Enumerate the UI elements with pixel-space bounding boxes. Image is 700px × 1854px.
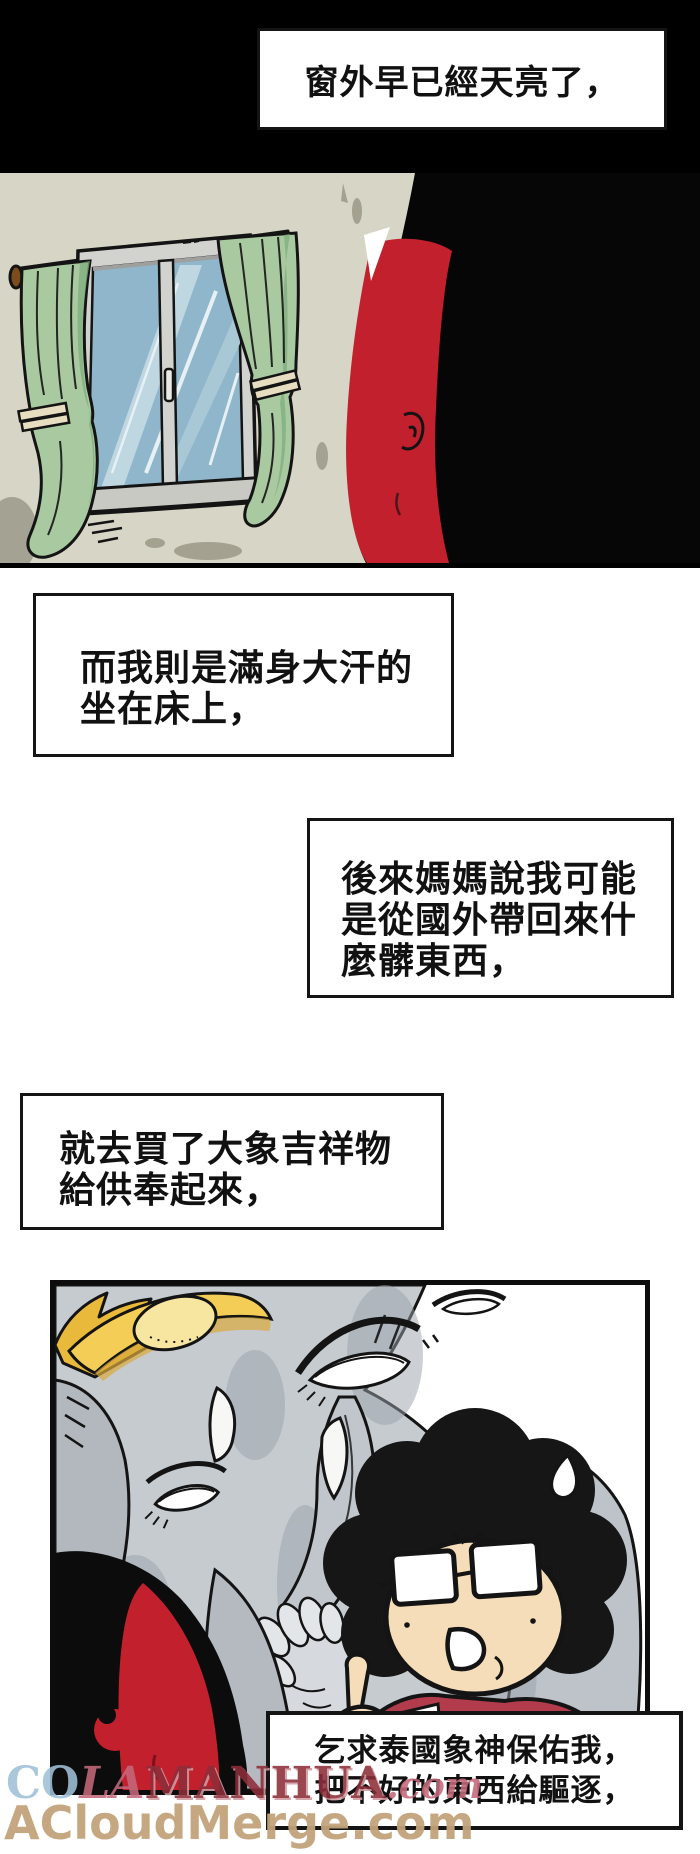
elephant-eye-main	[295, 1316, 440, 1407]
curtain-tie-right	[248, 368, 302, 402]
narration-text: 後來媽媽說我可能	[341, 859, 638, 900]
curtain-tie-left	[17, 401, 71, 433]
narration-text: 把不好的東西給驅逐，	[314, 1772, 635, 1809]
elephant-tusk-2	[208, 1385, 237, 1463]
elephant-tusk	[320, 1416, 349, 1501]
foreground-silhouette	[55, 1551, 299, 1790]
glass-reflections	[100, 265, 243, 491]
site-watermark-acloudmerge: ACloudMerge.com	[4, 1796, 475, 1850]
elephant-panel-illustration	[50, 1280, 650, 1795]
crown-icon	[55, 1291, 274, 1381]
watermark-part: CO	[6, 1758, 80, 1809]
boy-brow-crease	[451, 1530, 485, 1545]
narration-text: 是從國外帶回來什	[341, 900, 638, 941]
watermark-part: .com	[386, 1765, 483, 1807]
narration-text: 麼髒東西，	[341, 941, 527, 982]
boy-mouth	[445, 1626, 487, 1672]
narration-text: 給供奉起來，	[59, 1170, 282, 1211]
watermark-part: MANHUA	[144, 1758, 387, 1809]
curtain-left	[17, 259, 99, 559]
curtain-right	[216, 231, 302, 528]
elephant-eye-far	[431, 1289, 507, 1316]
silhouette-red-front	[118, 1583, 220, 1790]
silhouette-face-red	[346, 238, 452, 563]
narration-box-4: 就去買了大象吉祥物 給供奉起來，	[20, 1093, 444, 1230]
elephant-scene	[55, 1285, 645, 1790]
narration-text: 就去買了大象吉祥物	[59, 1129, 393, 1170]
ear-icon	[401, 411, 425, 451]
window-panel-illustration	[0, 173, 700, 568]
narration-box-1: 窗外早已經天亮了，	[257, 28, 667, 130]
narration-box-2: 而我則是滿身大汗的 坐在床上，	[33, 593, 454, 757]
window	[52, 233, 275, 544]
sweat-drop-icon	[549, 1452, 579, 1500]
narration-text: 而我則是滿身大汗的	[80, 648, 414, 689]
narration-text: 乞求泰國象神保佑我，	[314, 1732, 635, 1769]
narration-box-3: 後來媽媽說我可能 是從國外帶回來什 麼髒東西，	[307, 818, 674, 998]
window-scene	[0, 173, 700, 563]
site-watermark-colamanhua: COLAMANHUA.com	[6, 1762, 483, 1808]
narration-text: 窗外早已經天亮了，	[304, 62, 620, 103]
boy-glasses	[378, 1538, 554, 1607]
narration-text: 坐在床上，	[80, 689, 266, 730]
narration-box-5: 乞求泰國象神保佑我， 把不好的東西給驅逐，	[266, 1711, 683, 1830]
narrator-silhouette	[346, 173, 700, 563]
elephant-eye-left	[144, 1461, 227, 1529]
window-handle[interactable]	[163, 367, 175, 403]
watermark-part: LA	[79, 1758, 145, 1809]
light-gap	[364, 227, 390, 281]
